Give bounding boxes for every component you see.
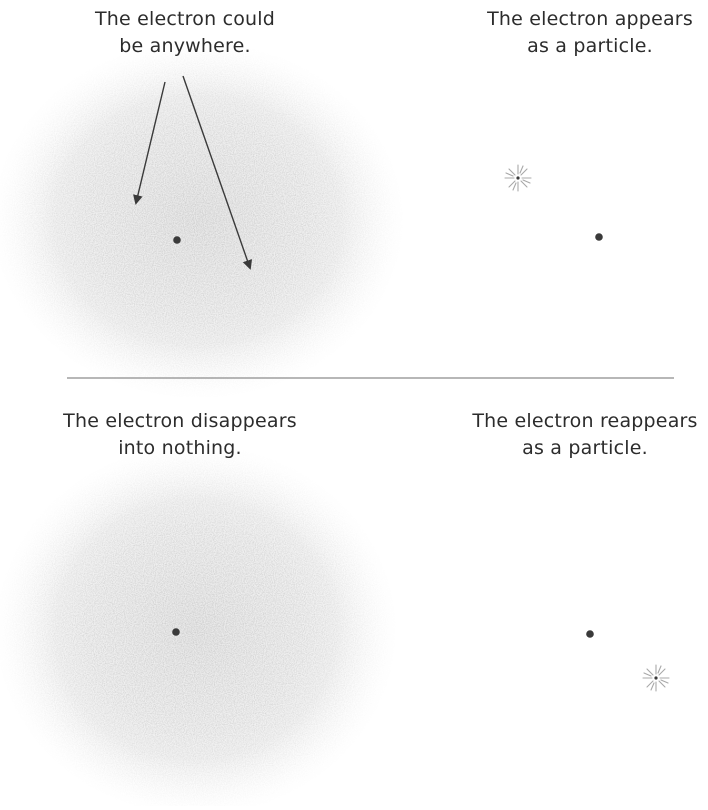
electron-dot-top-right [595,233,603,241]
electron-dot-bottom-left [172,628,180,636]
starburst-icon [504,164,532,192]
caption-bottom-right: The electron reappears as a particle. [472,410,698,459]
probability-cloud-bottom [0,445,396,810]
arrow-icon [133,81,166,205]
electron-dot-bottom-right [586,630,594,638]
caption-top-right: The electron appears as a particle. [487,8,693,57]
arrow-icon [182,75,253,270]
caption-bottom-left: The electron disappears into nothing. [63,410,297,459]
electron-dot-top-left [173,236,181,244]
caption-top-left: The electron could be anywhere. [94,8,276,57]
probability-cloud-top [0,42,403,398]
starburst-icon [642,664,670,692]
